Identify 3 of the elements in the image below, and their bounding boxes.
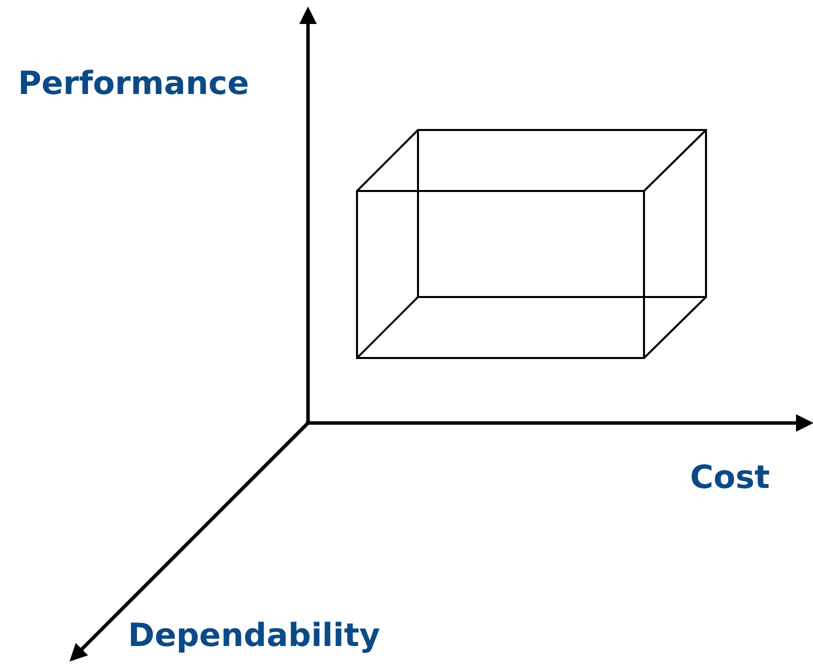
axis-label: Dependability bbox=[128, 616, 380, 654]
axis-label: Performance bbox=[18, 64, 250, 102]
axis-label: Cost bbox=[690, 458, 770, 496]
